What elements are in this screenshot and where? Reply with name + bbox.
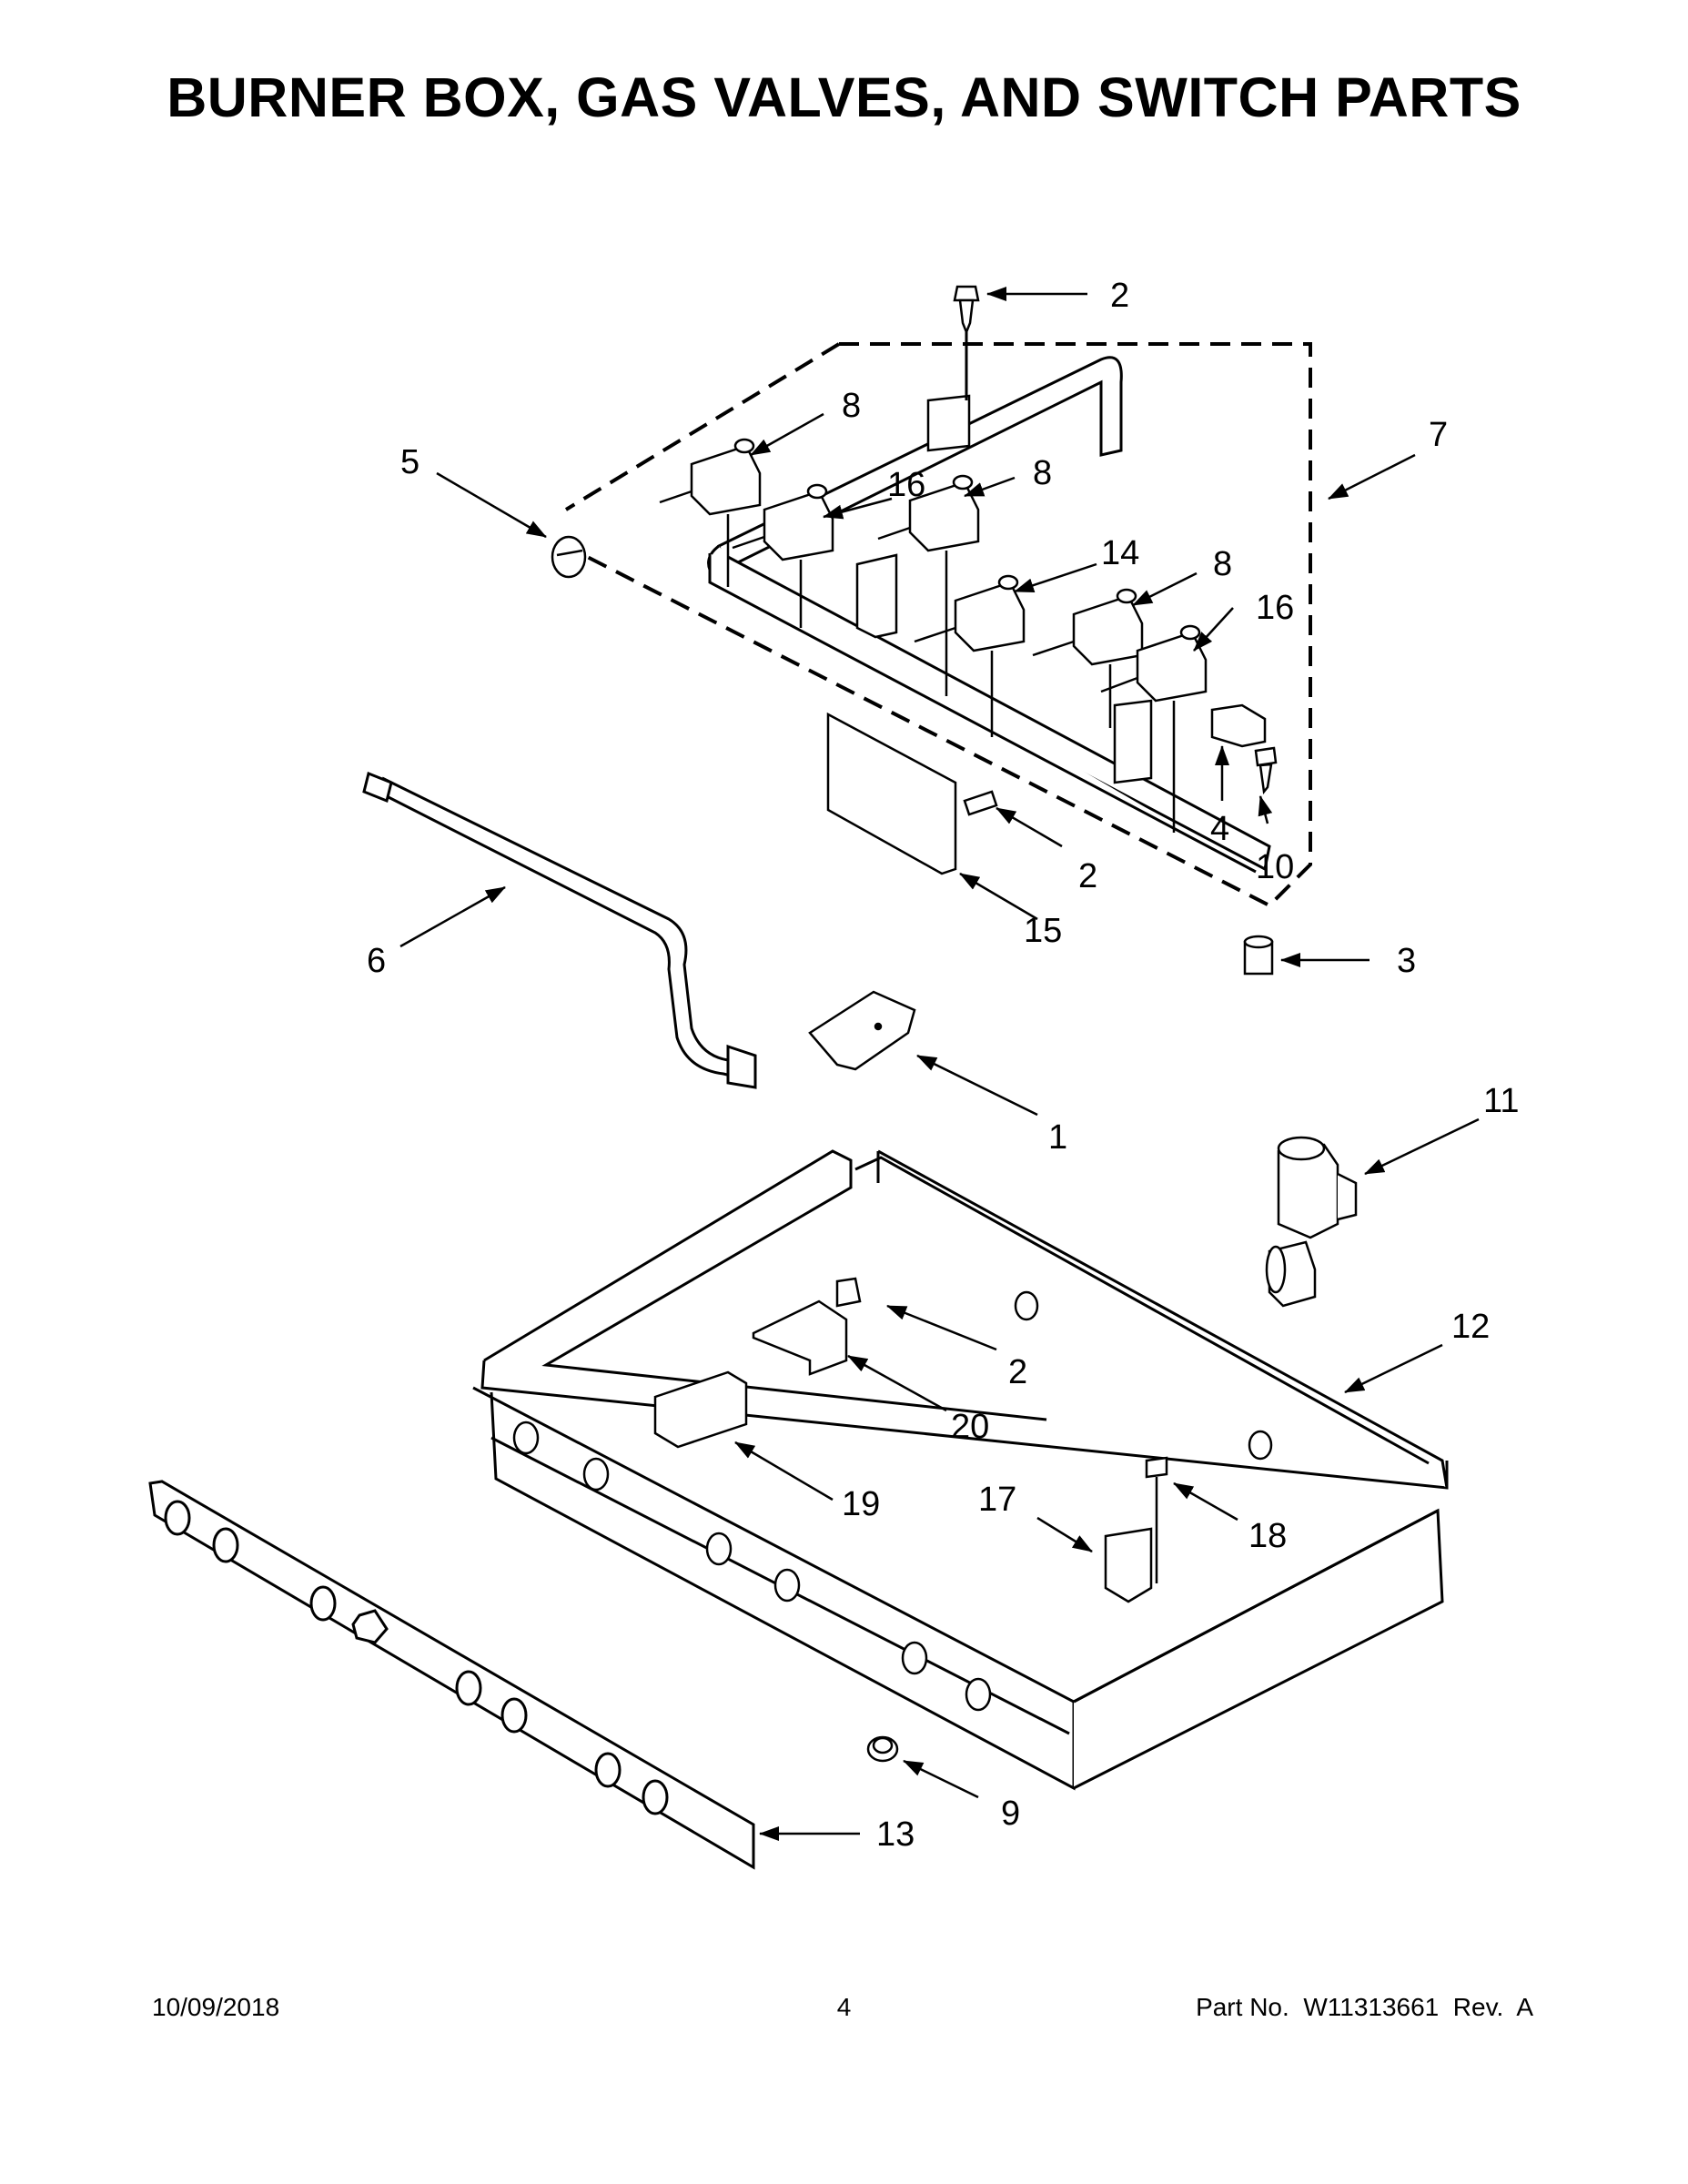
page-title: BURNER BOX, GAS VALVES, AND SWITCH PARTS: [167, 66, 1521, 128]
regulator: [1265, 1136, 1358, 1308]
callout-15: 15: [1024, 912, 1062, 950]
callout-8-middle: 8: [1033, 454, 1052, 492]
cover-plate: [826, 712, 998, 875]
burner-box: [472, 1149, 1449, 1791]
switch-block: [653, 1277, 862, 1449]
callout-16-upper: 16: [887, 466, 925, 504]
callout-14: 14: [1101, 534, 1139, 572]
callout-20: 20: [951, 1408, 989, 1446]
footer-part-number: Part No. W11313661 Rev. A: [1196, 1993, 1533, 2021]
callout-8-upper-left: 8: [842, 387, 861, 425]
control-panel: [148, 1480, 755, 1870]
washer: [551, 535, 587, 579]
burner-box-holes: [512, 1290, 1273, 1712]
callout-18: 18: [1248, 1517, 1287, 1555]
callout-2-middle: 2: [1078, 857, 1097, 895]
callout-8-right: 8: [1213, 545, 1232, 583]
footer-date: 10/09/2018: [152, 1993, 280, 2021]
callout-9: 9: [1001, 1795, 1020, 1833]
callout-13: 13: [876, 1815, 915, 1854]
callout-2-lower: 2: [1008, 1353, 1027, 1391]
knob: [866, 1735, 899, 1763]
bracket-17: [1104, 1456, 1168, 1603]
callout-11: 11: [1483, 1082, 1519, 1120]
callout-6: 6: [367, 942, 386, 980]
callout-3: 3: [1397, 942, 1416, 980]
callout-17: 17: [978, 1481, 1016, 1519]
gas-tube: [362, 771, 757, 1089]
callout-2-top: 2: [1110, 277, 1129, 315]
fitting: [1243, 935, 1274, 976]
footer-page-number: 4: [836, 1993, 852, 2021]
callout-12: 12: [1451, 1308, 1490, 1346]
callout-5: 5: [400, 443, 419, 481]
leader-arrows: [399, 287, 1480, 1841]
callout-19: 19: [842, 1485, 880, 1523]
callout-4: 4: [1210, 810, 1229, 848]
callout-16-lower: 16: [1256, 589, 1294, 627]
manifold-assembly-outline: [564, 342, 1312, 908]
callout-labels: 2 8 16 8 14 8 16 5 7 4 10 2 15 3 6 1 11 …: [367, 277, 1519, 1854]
bracket-and-screw: [1210, 703, 1278, 795]
manifold-brackets: [855, 394, 1153, 784]
callout-7: 7: [1429, 416, 1448, 454]
screw-top: [953, 285, 980, 400]
callout-10: 10: [1256, 848, 1294, 886]
gasket: [808, 990, 916, 1071]
callout-1: 1: [1048, 1118, 1067, 1157]
gas-valves: [659, 438, 1208, 833]
